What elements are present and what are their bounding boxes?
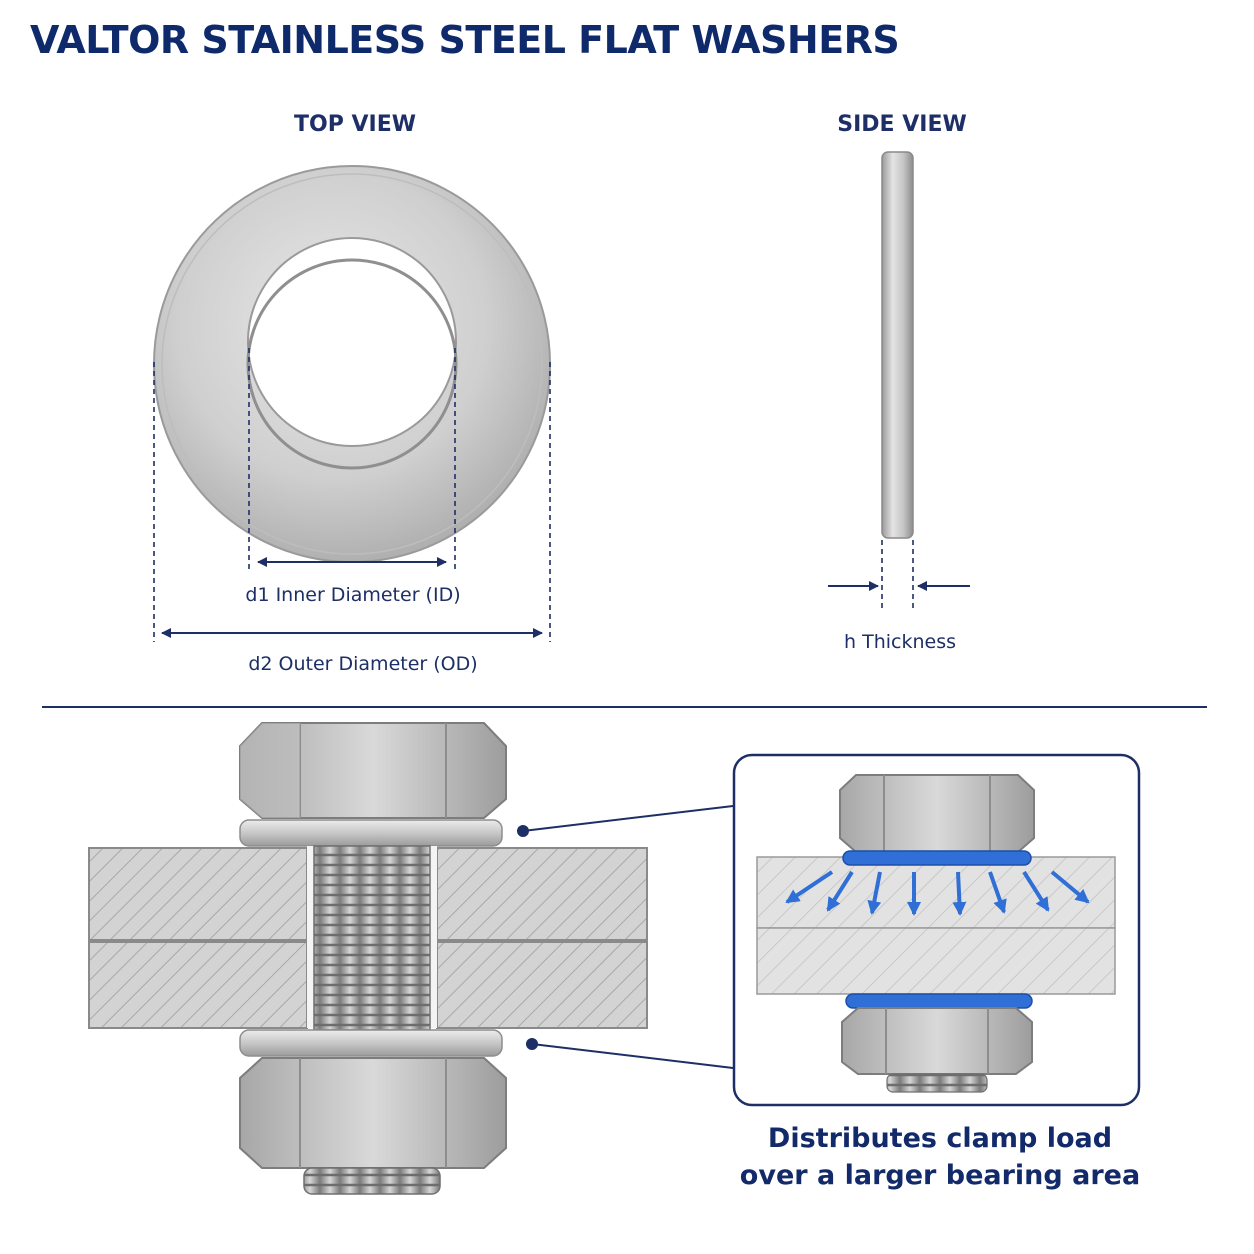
load-caption: Distributes clamp load over a larger bea… bbox=[730, 1120, 1150, 1194]
inset-upper-plate bbox=[756, 856, 1116, 929]
page-title: VALTOR STAINLESS STEEL FLAT WASHERS bbox=[30, 18, 900, 62]
caption-line-1: Distributes clamp load bbox=[767, 1123, 1113, 1154]
top-view: TOP VIEW d1 Inner Diameter (ID) d2 Outer… bbox=[153, 112, 551, 675]
washer-outer-bevel bbox=[161, 173, 543, 555]
callouts bbox=[517, 805, 734, 1069]
inset-lower-plate bbox=[756, 927, 1116, 995]
bolted-joint bbox=[88, 722, 648, 1195]
lower-plate-left bbox=[88, 941, 308, 1029]
lower-plate-right bbox=[436, 941, 648, 1029]
load-distribution-arrows bbox=[785, 870, 1090, 916]
inner-diameter-label: d1 Inner Diameter (ID) bbox=[245, 584, 460, 606]
upper-plate-right bbox=[436, 847, 648, 941]
bottom-washer bbox=[239, 1029, 503, 1057]
inset-nut bbox=[841, 1007, 1033, 1075]
top-washer bbox=[239, 819, 503, 847]
upper-plate-left bbox=[88, 847, 308, 941]
bolt-head-top bbox=[239, 722, 507, 819]
thickness-label: h Thickness bbox=[844, 631, 956, 653]
bolt-thread-end bbox=[303, 1167, 441, 1195]
side-view: SIDE VIEW h Thickness bbox=[828, 112, 970, 653]
bolt-shank bbox=[313, 845, 431, 1031]
washer-inner-edge bbox=[246, 258, 458, 470]
caption-line-2: over a larger bearing area bbox=[739, 1160, 1141, 1191]
callout-line-top bbox=[522, 805, 734, 832]
washer-side-profile bbox=[881, 151, 914, 539]
washer-top-ring bbox=[153, 165, 551, 563]
top-view-label: TOP VIEW bbox=[294, 112, 416, 137]
inset-bottom-washer bbox=[845, 993, 1033, 1009]
inset-bolt-head bbox=[839, 774, 1035, 853]
outer-diameter-label: d2 Outer Diameter (OD) bbox=[248, 653, 477, 675]
side-view-label: SIDE VIEW bbox=[837, 112, 967, 137]
callout-line-bottom bbox=[531, 1043, 734, 1069]
inset-top-washer bbox=[842, 850, 1032, 866]
nut-bottom bbox=[239, 1057, 507, 1169]
inset-thread-end bbox=[886, 1073, 988, 1093]
load-detail-inset bbox=[732, 753, 1141, 1107]
